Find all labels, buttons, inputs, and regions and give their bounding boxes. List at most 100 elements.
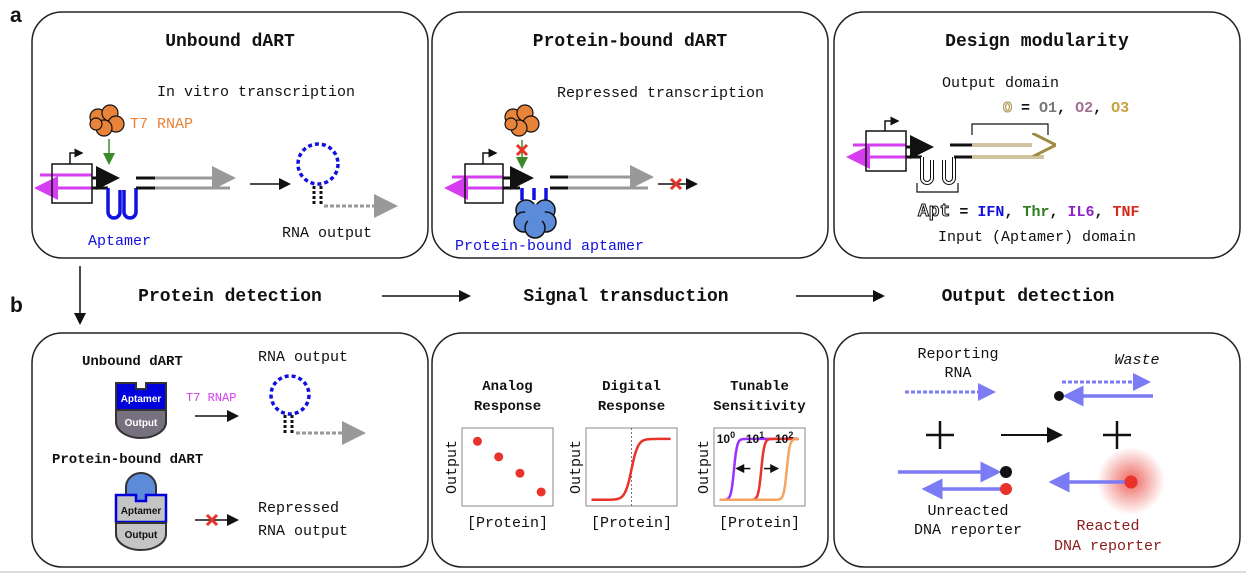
output-dna-icon [136, 166, 236, 190]
input-domain-label: Input (Aptamer) domain [938, 229, 1136, 246]
output-detection-diagram: Reporting RNA Waste Unreacted DNA report… [898, 346, 1165, 555]
panel-label-b: b [10, 294, 23, 317]
chart-x-axis-label: [Protein] [467, 515, 548, 532]
unbound-dart-block-icon: Aptamer Output [115, 382, 167, 439]
bound-aptamer-icon [520, 188, 548, 200]
repressed-label-line1: Repressed [258, 500, 339, 517]
flow-step-signal-transduction: Signal transduction [523, 287, 728, 307]
svg-text:Output: Output [125, 418, 158, 429]
output-o1: O1 [1039, 100, 1057, 117]
sensitivity-label: 102 [775, 430, 793, 446]
unbound-dart-title: Unbound dART [165, 32, 295, 52]
aptamer-ifn: IFN [977, 204, 1004, 221]
reacted-label-line1: Reacted [1076, 518, 1139, 535]
t7-rnap-icon [504, 104, 540, 137]
target-protein-icon [513, 199, 557, 239]
aptamer-hairpin-icon [106, 188, 138, 220]
chart-title-line2: Response [598, 399, 665, 415]
reporting-rna-label-line1: Reporting [917, 346, 998, 363]
protein-bound-aptamer-label: Protein-bound aptamer [455, 238, 644, 255]
sensitivity-label: 100 [717, 430, 735, 446]
data-point [536, 487, 546, 497]
waste-label: Waste [1114, 352, 1159, 369]
chart-title-line2: Response [474, 399, 541, 415]
aptamer-tnf: TNF [1113, 204, 1140, 221]
response-curve-3 [719, 437, 799, 502]
flow-step-output-detection: Output detection [942, 287, 1115, 307]
promoter-dna-icon [444, 148, 534, 204]
repressed-label-line2: RNA output [258, 523, 348, 540]
chart-y-axis-label: Output [696, 440, 713, 494]
chart-title-line2: Sensitivity [713, 399, 806, 415]
rna-output-icon [296, 142, 398, 218]
plus-icon [926, 421, 954, 449]
aptamer-options: Apt = IFN, Thr, IL6, TNF [918, 202, 1140, 222]
chart-title-line1: Tunable [730, 379, 789, 395]
output-dna-icon [950, 145, 1050, 159]
chart-plot-area [713, 427, 806, 507]
quencher-dot-icon [1054, 391, 1064, 401]
chart-title-line1: Analog [482, 379, 532, 395]
unbound-dart-diagram: Unbound dART In vitro transcription T7 R… [34, 32, 398, 250]
response-curve [591, 437, 671, 502]
promoter-dna-icon [34, 148, 120, 204]
flow-step-protein-detection: Protein detection [138, 287, 322, 307]
reacted-label-line2: DNA reporter [1054, 538, 1162, 555]
aptamer-il6: IL6 [1067, 204, 1094, 221]
panel-label-a: a [10, 4, 22, 27]
output-o3: O3 [1111, 100, 1129, 117]
chart-x-axis-label: [Protein] [591, 515, 672, 532]
unbound-dart-subtitle: Unbound dART [82, 354, 183, 370]
t7-rnap-icon [89, 104, 125, 137]
unreacted-label-line1: Unreacted [927, 503, 1008, 520]
design-modularity-diagram: Design modularity Output domain O = O1, … [846, 32, 1140, 246]
fluorophore-dot-icon [1000, 483, 1012, 495]
output-o2: O2 [1075, 100, 1093, 117]
repressed-x-icon [205, 513, 219, 527]
unreacted-label-line2: DNA reporter [914, 522, 1022, 539]
data-point [494, 452, 504, 462]
repressed-transcription-label: Repressed transcription [557, 85, 764, 102]
fluorophore-dot-icon [1124, 475, 1138, 489]
protein-detection-diagram: Unbound dART Aptamer Output T7 RNAP RNA … [52, 349, 366, 551]
output-symbol: O [1003, 100, 1012, 117]
output-dna-icon [550, 165, 654, 190]
plus-icon [1103, 421, 1131, 449]
svg-text:Aptamer: Aptamer [121, 394, 162, 405]
in-vitro-transcription-label: In vitro transcription [157, 84, 355, 101]
design-modularity-title: Design modularity [945, 32, 1129, 52]
apt-symbol: Apt [918, 202, 950, 222]
chart-y-axis-label: Output [568, 440, 585, 494]
rna-output-label: RNA output [282, 225, 372, 242]
data-point [515, 468, 525, 478]
protein-bound-dart-block-icon: Aptamer Output [114, 472, 168, 551]
signal-transduction-charts: AnalogResponseOutput[Protein]DigitalResp… [444, 379, 806, 532]
output-domain-bracket [971, 123, 1049, 135]
data-point [472, 436, 482, 446]
output-detection-panel [833, 332, 1241, 568]
input-domain-bracket [916, 183, 959, 193]
chart-y-axis-label: Output [444, 440, 461, 494]
sensitivity-label: 101 [746, 430, 764, 446]
chart-x-axis-label: [Protein] [719, 515, 800, 532]
svg-text:Aptamer: Aptamer [121, 506, 162, 517]
protein-bound-dart-diagram: Protein-bound dART Repressed transcripti… [444, 32, 764, 255]
quencher-dot-icon [1000, 466, 1012, 478]
protein-bound-dart-panel [431, 11, 829, 259]
rna-output-icon [269, 374, 366, 445]
reporting-rna-label-line2: RNA [944, 365, 971, 382]
unbound-dart-panel [31, 11, 429, 259]
protein-bound-dart-title: Protein-bound dART [533, 32, 728, 52]
repressed-x-icon [669, 177, 683, 191]
promoter-dna-icon [846, 116, 934, 172]
protein-bound-dart-subtitle: Protein-bound dART [52, 452, 203, 468]
t7-rnap-label: T7 RNAP [130, 116, 193, 133]
rna-output-label: RNA output [258, 349, 348, 366]
output-options: O = O1, O2, O3 [1003, 100, 1129, 117]
blocked-x-icon [515, 143, 529, 157]
aptamer-label: Aptamer [88, 233, 151, 250]
